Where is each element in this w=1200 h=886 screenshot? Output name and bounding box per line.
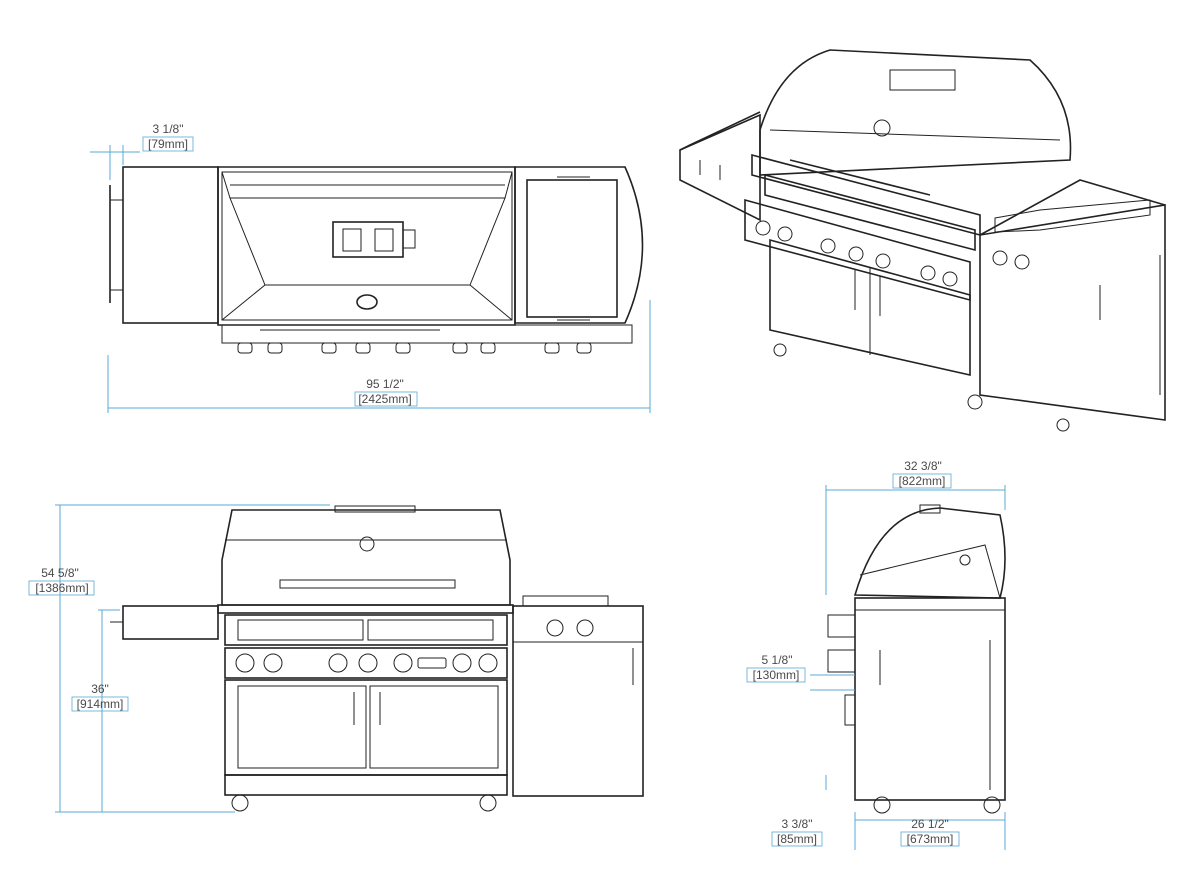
side-cart: [854, 597, 1006, 801]
dim-side-drawer-metric: [130mm]: [753, 668, 800, 682]
dim-front-counter-metric: [914mm]: [77, 697, 124, 711]
perspective-hood: [759, 49, 1072, 176]
dim-side-cart-imperial: 26 1/2": [911, 817, 949, 831]
dim-side-depth-metric: [822mm]: [899, 474, 946, 488]
front-control-panel: [224, 647, 508, 679]
top-grill-body: [217, 166, 516, 326]
dim-top-width-imperial: 95 1/2": [366, 377, 404, 391]
dimension-labels: 3 1/8" [79mm] 95 1/2" [2425mm] 54 5/8" […: [28, 122, 960, 847]
front-hood: [221, 509, 511, 606]
front-left-shelf: [122, 605, 219, 640]
dim-side-base-imperial: 3 3/8": [782, 817, 813, 831]
side-hood: [853, 507, 1006, 599]
dim-side-base-metric: [85mm]: [777, 832, 817, 846]
perspective-right-cabinet: [979, 204, 1166, 421]
dim-front-height-metric: [1386mm]: [35, 581, 88, 595]
dim-top-width-metric: [2425mm]: [358, 392, 411, 406]
front-right-cabinet: [512, 605, 644, 797]
perspective-view: [679, 49, 1166, 432]
top-right-panel: [514, 166, 644, 324]
top-left-shelf: [122, 166, 219, 324]
dim-front-counter-imperial: 36": [91, 682, 109, 696]
top-view: [90, 145, 651, 413]
dim-side-cart-metric: [673mm]: [907, 832, 954, 846]
dim-top-left-ext-metric: [79mm]: [148, 137, 188, 151]
dim-front-height-imperial: 54 5/8": [41, 566, 79, 580]
top-thermometer: [356, 294, 378, 310]
side-view: [810, 485, 1006, 850]
dim-side-depth-imperial: 32 3/8": [904, 459, 942, 473]
front-view: [55, 504, 644, 813]
dim-side-drawer-imperial: 5 1/8": [762, 653, 793, 667]
dim-top-left-ext-imperial: 3 1/8": [153, 122, 184, 136]
